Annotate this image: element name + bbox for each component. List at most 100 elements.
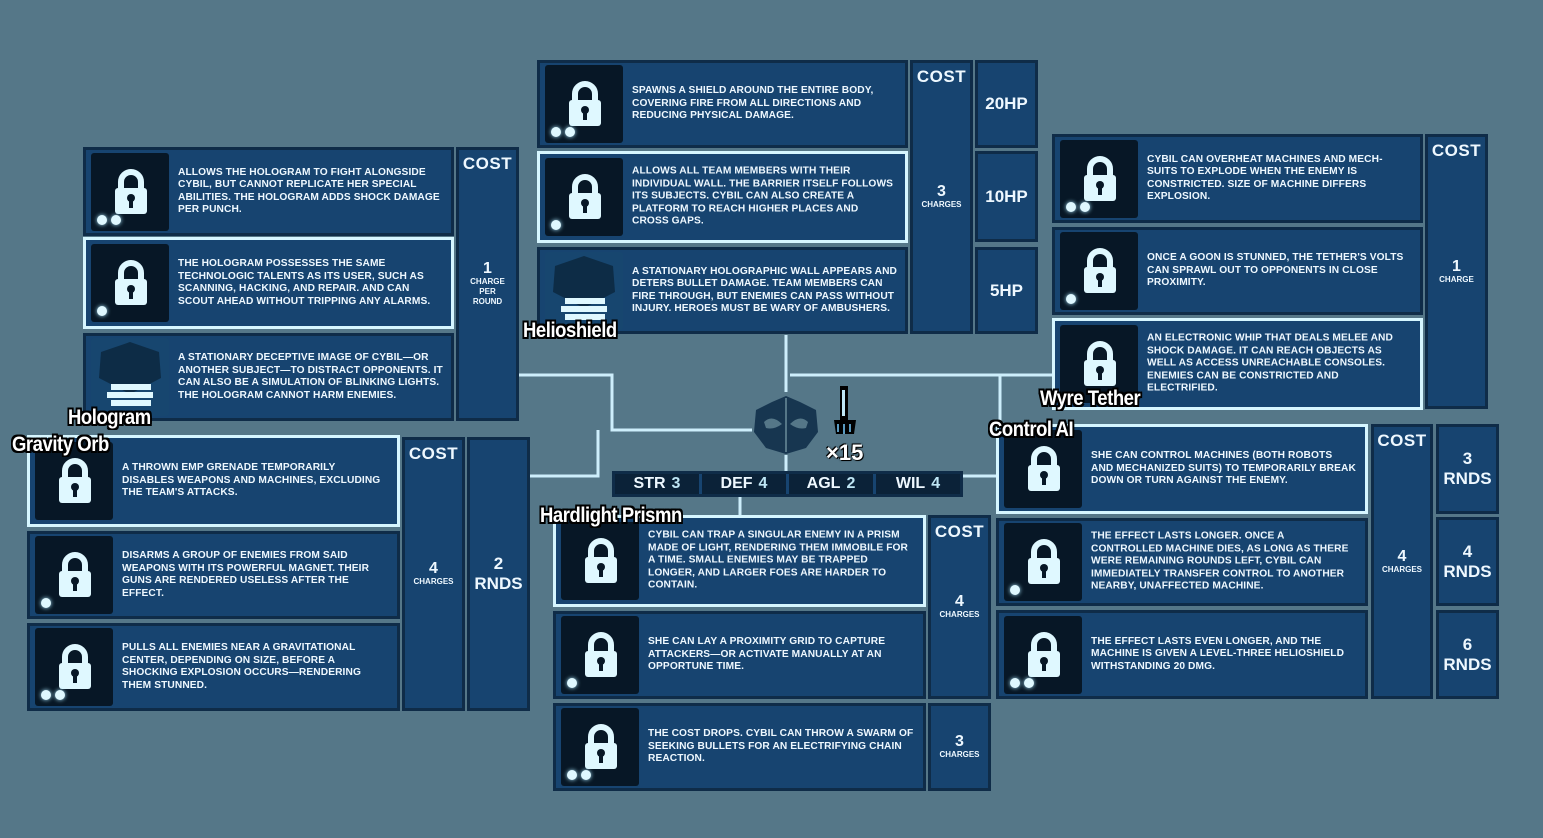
padlock-icon — [113, 260, 149, 306]
skill-description: Disarms a group of enemies from said wea… — [122, 549, 370, 599]
skill-description: A stationary holographic wall appears an… — [632, 265, 898, 315]
padlock-icon — [583, 724, 619, 770]
stat-value: 4 — [758, 475, 768, 492]
lock-icon — [35, 442, 113, 520]
tier-dot-icon — [55, 690, 65, 700]
tier-dots — [97, 306, 107, 316]
skill-description: A thrown EMP grenade temporarily disable… — [122, 462, 381, 499]
cybil-mask-icon — [754, 396, 818, 454]
stat-value: 2 — [846, 475, 856, 492]
skill-tier-card[interactable]: The effect lasts longer. Once a controll… — [996, 518, 1368, 606]
tier-dot-icon — [97, 214, 107, 225]
skill-tier-card[interactable]: Disarms a group of enemies from said wea… — [27, 531, 400, 619]
cost-number: 1 — [483, 260, 492, 277]
lock-icon — [35, 536, 113, 614]
tether-whip-icon — [834, 386, 856, 434]
tier-dot-icon — [41, 598, 51, 608]
cost-number: 3 — [955, 733, 964, 750]
tier-dot-icon — [565, 127, 575, 137]
stat-label: AGL — [806, 475, 841, 492]
skill-tier-card[interactable]: Allows the hologram to fight alongside C… — [83, 147, 454, 236]
lock-icon — [545, 158, 623, 236]
skill-tier-card[interactable]: Cybil can overheat machines and mech-sui… — [1052, 134, 1423, 223]
tier-dot-icon — [1080, 201, 1090, 212]
padlock-icon — [1026, 446, 1062, 492]
tier-dot-icon — [551, 127, 561, 137]
tier-effect-value: 5HP — [975, 247, 1038, 334]
skill-group-title: Control AI — [989, 418, 1074, 441]
tier-effect-value: 4 RNDS — [1436, 517, 1499, 606]
tier-dot-icon — [1066, 201, 1076, 212]
lock-icon — [545, 65, 623, 143]
tier-dot-icon — [1010, 585, 1020, 595]
cost-number: 4 — [1397, 547, 1407, 565]
tier-dots — [567, 678, 577, 688]
skill-description: The effect lasts longer. Once a controll… — [1091, 530, 1349, 592]
skill-description: Spawns a shield around the entire body, … — [632, 85, 874, 122]
padlock-icon — [57, 644, 93, 690]
padlock-icon — [1026, 631, 1062, 678]
cost-unit: CHARGES — [939, 750, 980, 759]
skill-description: Cybil can overheat machines and mech-sui… — [1147, 153, 1383, 203]
tier-dot-icon — [1024, 677, 1034, 688]
skill-description: The cost drops. Cybil can throw a swarm … — [648, 728, 914, 765]
cost-unit: CHARGE PER ROUND — [470, 277, 505, 306]
skill-group-title: Wyre Tether — [1040, 387, 1141, 410]
padlock-icon — [57, 458, 93, 504]
skill-group-title: Hologram — [68, 406, 151, 429]
lock-icon — [1060, 232, 1138, 310]
padlock-icon — [583, 632, 619, 678]
cost-number: 3 — [937, 183, 946, 200]
skill-tier-card[interactable]: Cybil can trap a singular enemy in a pri… — [553, 515, 926, 607]
padlock-icon — [1026, 539, 1062, 585]
tier-dot-icon — [581, 770, 591, 780]
padlock-icon — [1082, 248, 1118, 294]
lock-icon — [91, 244, 169, 322]
skill-tier-card[interactable]: She can control machines (both robots an… — [996, 424, 1368, 514]
skill-tier-card[interactable]: She can lay a proximity grid to capture … — [553, 611, 926, 699]
skill-tier-card[interactable]: A stationary holographic wall appears an… — [537, 247, 908, 334]
tier-dot-icon — [1066, 294, 1076, 304]
skill-tier-card[interactable]: A thrown EMP grenade temporarily disable… — [27, 435, 400, 527]
tier-dot-icon — [111, 214, 121, 225]
stat-value: 4 — [931, 475, 941, 492]
cost-number: 4 — [429, 560, 438, 577]
skill-description: Pulls all enemies near a gravitational c… — [122, 641, 361, 691]
skill-tier-card[interactable]: An electronic whip that deals melee and … — [1052, 318, 1423, 410]
skill-tier-card[interactable]: The cost drops. Cybil can throw a swarm … — [553, 703, 926, 791]
skill-tier-card[interactable]: A stationary deceptive image of Cybil—or… — [83, 333, 454, 421]
skill-description: A stationary deceptive image of Cybil—or… — [178, 351, 443, 401]
skill-tier-card[interactable]: Once a goon is stunned, the tether's vol… — [1052, 227, 1423, 315]
tier-effect-value: 20HP — [975, 60, 1038, 148]
cost-unit: CHARGE — [1439, 274, 1474, 284]
tier-dot-icon — [567, 678, 577, 688]
skill-tier-card[interactable]: The hologram possesses the same technolo… — [83, 237, 454, 329]
lock-icon — [1060, 139, 1138, 218]
tier-dots — [551, 220, 561, 230]
skill-tier-card[interactable]: The effect lasts even longer, and the ma… — [996, 610, 1368, 699]
tier-dots — [1066, 201, 1090, 212]
tier-dots — [41, 690, 65, 700]
stat-label: WIL — [895, 475, 926, 492]
tier-dot-icon — [551, 220, 561, 230]
cost-unit: CHARGES — [921, 200, 962, 209]
tier-dots — [97, 214, 121, 225]
skill-tier-card[interactable]: Pulls all enemies near a gravitational c… — [27, 623, 400, 711]
skill-tier-card[interactable]: Allows all team members with their indiv… — [537, 151, 908, 243]
tier-dots — [551, 127, 575, 137]
padlock-icon — [1082, 341, 1118, 387]
lock-icon — [1004, 430, 1082, 508]
padlock-icon — [113, 168, 149, 215]
skill-tier-card[interactable]: Spawns a shield around the entire body, … — [537, 60, 908, 148]
skill-description: She can lay a proximity grid to capture … — [648, 636, 886, 673]
